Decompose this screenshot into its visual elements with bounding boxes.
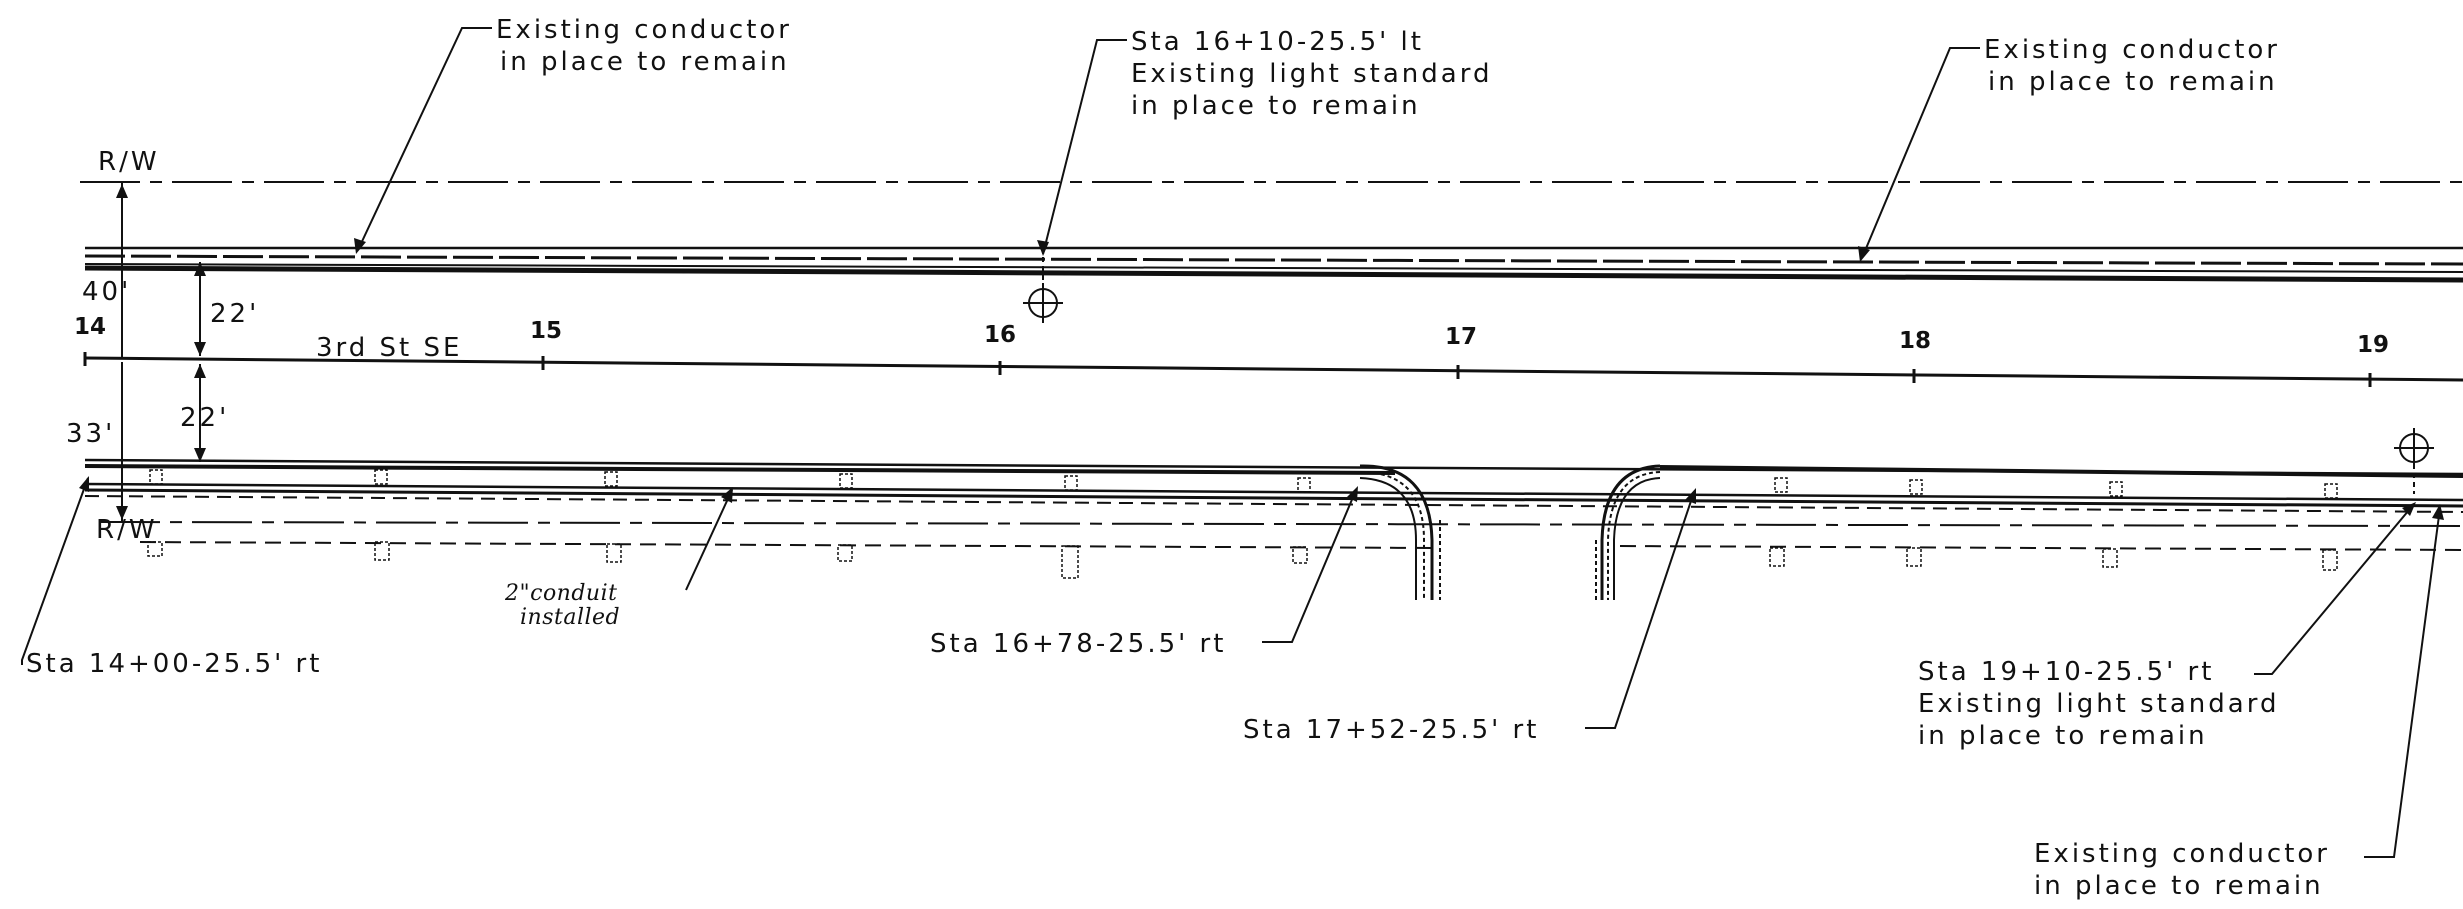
label-dim-22-top: 22' bbox=[210, 299, 259, 329]
label-sta-16-78: Sta 16+78-25.5' rt bbox=[930, 629, 1226, 659]
label-existing-conductor-1-line2: in place to remain bbox=[500, 47, 790, 77]
label-sta-19-10-line2: Existing light standard bbox=[1918, 689, 2279, 719]
station-label-14: 14 bbox=[74, 314, 106, 340]
label-conduit-note-line1: 2"conduit bbox=[504, 581, 617, 606]
rw-line-bottom bbox=[99, 521, 2463, 527]
conduit-bend-east bbox=[1595, 464, 2463, 600]
station-label-15: 15 bbox=[530, 318, 562, 344]
label-existing-conductor-3-line1: Existing conductor bbox=[2034, 839, 2330, 869]
station-ticks bbox=[83, 352, 2372, 387]
dimension-40ft bbox=[116, 182, 128, 358]
dimension-22ft-top bbox=[194, 262, 206, 356]
label-existing-conductor-3-line2: in place to remain bbox=[2034, 871, 2324, 901]
label-sta-16-10-line3: in place to remain bbox=[1131, 91, 1421, 121]
bottom-curb-line-2 bbox=[84, 482, 2463, 502]
dimension-22ft-bottom bbox=[194, 364, 206, 462]
light-standard-top-icon bbox=[1023, 254, 1063, 323]
existing-conductor-top bbox=[84, 254, 2463, 266]
label-dim-33: 33' bbox=[66, 419, 115, 449]
label-existing-conductor-1-line1: Existing conductor bbox=[496, 15, 792, 45]
station-label-16: 16 bbox=[984, 322, 1016, 348]
back-of-walk-east bbox=[1619, 545, 2463, 551]
leader-lines bbox=[21, 27, 2444, 858]
light-standard-bottom-icon bbox=[2394, 428, 2434, 494]
top-curb-line-2 bbox=[84, 263, 2463, 273]
conduit-bend-west bbox=[1359, 464, 1441, 600]
label-sta-19-10-line3: in place to remain bbox=[1918, 721, 2208, 751]
station-label-19: 19 bbox=[2357, 332, 2389, 358]
centerline-3rd-st-se bbox=[84, 356, 2463, 382]
label-sta-14-00: Sta 14+00-25.5' rt bbox=[26, 649, 322, 679]
label-dim-40: 40' bbox=[82, 277, 131, 307]
back-of-walk-west bbox=[139, 541, 1436, 549]
label-sta-17-52: Sta 17+52-25.5' rt bbox=[1243, 715, 1539, 745]
label-dim-22-bottom: 22' bbox=[180, 403, 229, 433]
label-sta-16-10-line2: Existing light standard bbox=[1131, 59, 1492, 89]
conduit-run-west bbox=[84, 464, 1396, 475]
dimension-33ft bbox=[116, 362, 128, 522]
station-label-17: 17 bbox=[1445, 324, 1477, 350]
label-conduit-note-line2: installed bbox=[520, 605, 620, 630]
label-rw-top: R/W bbox=[98, 147, 160, 177]
bottom-curb-line-3 bbox=[84, 488, 2463, 508]
junction-boxes bbox=[147, 469, 2338, 579]
label-existing-conductor-2-line2: in place to remain bbox=[1988, 67, 2278, 97]
existing-conductor-bottom bbox=[84, 495, 2463, 513]
label-sta-16-10-line1: Sta 16+10-25.5' lt bbox=[1131, 27, 1424, 57]
label-rw-bottom: R/W bbox=[96, 515, 158, 545]
station-label-18: 18 bbox=[1899, 328, 1931, 354]
label-street-name: 3rd St SE bbox=[316, 333, 462, 363]
label-sta-19-10-line1: Sta 19+10-25.5' rt bbox=[1918, 657, 2214, 687]
label-existing-conductor-2-line1: Existing conductor bbox=[1984, 35, 2280, 65]
top-sidewalk-edge bbox=[84, 265, 2463, 283]
